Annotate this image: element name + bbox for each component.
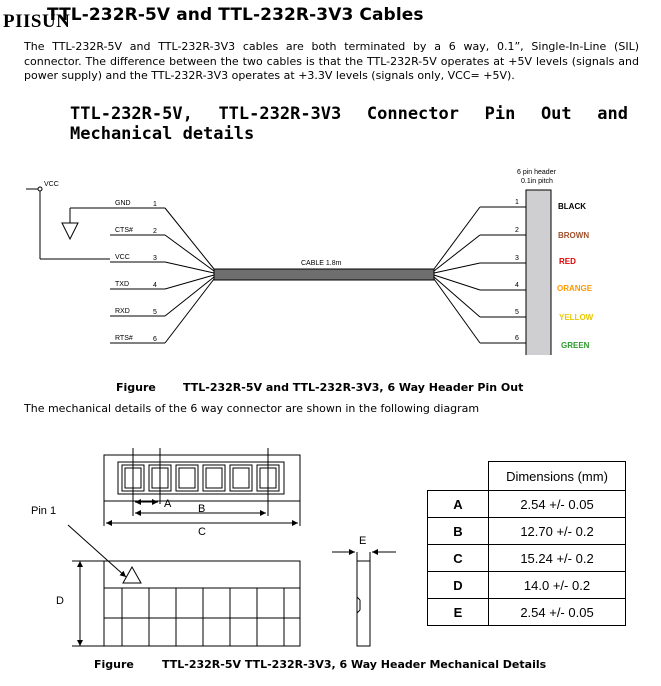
- pin-number: 1: [515, 199, 519, 206]
- wire-color-label: RED: [559, 257, 576, 266]
- connector-top-view: [103, 454, 301, 502]
- cable-label: CABLE 1.8m: [301, 260, 342, 267]
- pin-number: 4: [515, 282, 519, 289]
- pin-name: GND: [115, 200, 131, 207]
- dimension-key: C: [427, 544, 489, 572]
- vcc-label: VCC: [44, 181, 59, 188]
- intro-paragraph: The TTL-232R-5V and TTL-232R-3V3 cables …: [24, 40, 639, 82]
- pin-name: TXD: [115, 281, 129, 288]
- connector-side-view: [356, 560, 371, 647]
- heading-word: TTL-232R-3V3: [218, 104, 342, 124]
- table-corner-cell: [427, 461, 489, 491]
- pin1-label: Pin 1: [31, 505, 56, 517]
- section-heading: TTL-232R-5V, TTL-232R-3V3 Connector Pin …: [70, 104, 628, 144]
- dimensions-table: Dimensions (mm) A 2.54 +/- 0.05 B 12.70 …: [427, 461, 626, 626]
- pin-name: VCC: [115, 254, 130, 261]
- dimension-value: 2.54 +/- 0.05: [488, 598, 626, 626]
- watermark-logo: PIISUN: [3, 11, 71, 32]
- figure1-word: Figure: [116, 381, 156, 394]
- wire-color-label: YELLOW: [559, 313, 594, 322]
- dimension-key: A: [427, 490, 489, 518]
- pin-cavities: [121, 464, 280, 492]
- dimension-value: 14.0 +/- 0.2: [488, 571, 626, 599]
- pin-name: RXD: [115, 308, 130, 315]
- pin-number: 2: [153, 228, 157, 235]
- pin-number: 4: [153, 282, 157, 289]
- figure2-caption: TTL-232R-5V TTL-232R-3V3, 6 Way Header M…: [162, 658, 547, 671]
- table-row: C 15.24 +/- 0.2: [427, 544, 626, 572]
- connector-front-view-top: [103, 560, 301, 589]
- table-row: B 12.70 +/- 0.2: [427, 517, 626, 545]
- document-title: TTL-232R-5V and TTL-232R-3V3 Cables: [47, 5, 424, 25]
- table-row: D 14.0 +/- 0.2: [427, 571, 626, 599]
- pin-number: 5: [515, 309, 519, 316]
- dimension-key: E: [427, 598, 489, 626]
- table-header-row: Dimensions (mm): [427, 461, 626, 491]
- pin-number: 2: [515, 227, 519, 234]
- pin1-triangle-icon: [122, 565, 142, 584]
- figure2-word: Figure: [94, 658, 134, 671]
- heading-word: and: [597, 104, 628, 124]
- dimension-a-label: A: [164, 498, 172, 510]
- ground-symbol-icon: [61, 222, 79, 241]
- pin-name: RTS#: [115, 335, 133, 342]
- dimension-value: 12.70 +/- 0.2: [488, 517, 626, 545]
- dimension-c-label: C: [198, 526, 206, 538]
- pinout-diagram: VCC GND 1 CTS# 2 VCC 3 TXD 4 RXD 5 RTS# …: [26, 169, 594, 355]
- connector-front-view-body: [103, 587, 301, 647]
- dimension-value: 15.24 +/- 0.2: [488, 544, 626, 572]
- pin-name: CTS#: [115, 227, 133, 234]
- wire-color-label: BLACK: [558, 202, 586, 211]
- header-connector: [525, 189, 552, 355]
- heading-word: Pin: [484, 104, 516, 124]
- dimension-b-label: B: [198, 503, 205, 515]
- pin-number: 3: [515, 255, 519, 262]
- pin-number: 6: [515, 335, 519, 342]
- pin1-leader-arrow: [67, 524, 127, 578]
- header-label: 6 pin header: [517, 169, 557, 176]
- mechanical-intro: The mechanical details of the 6 way conn…: [24, 402, 480, 415]
- cable: [213, 268, 435, 281]
- section-heading-line-2: Mechanical details: [70, 124, 255, 144]
- connector-top-inner: [117, 461, 285, 495]
- pin-number: 5: [153, 309, 157, 316]
- wire-color-label: ORANGE: [557, 284, 593, 293]
- pin-number: 3: [153, 255, 157, 262]
- heading-word: TTL-232R-5V,: [70, 104, 193, 124]
- mechanical-drawing: A B C D E Pin 1: [31, 448, 396, 647]
- table-row: A 2.54 +/- 0.05: [427, 490, 626, 518]
- heading-word: Connector: [366, 104, 459, 124]
- pin-number: 6: [153, 336, 157, 343]
- wire-color-label: BROWN: [558, 231, 589, 240]
- section-heading-line-1: TTL-232R-5V, TTL-232R-3V3 Connector Pin …: [70, 104, 628, 124]
- table-row: E 2.54 +/- 0.05: [427, 598, 626, 626]
- wire-color-label: GREEN: [561, 341, 590, 350]
- dimension-e-label: E: [359, 535, 366, 547]
- dimension-d-label: D: [56, 595, 64, 607]
- dimension-value: 2.54 +/- 0.05: [488, 490, 626, 518]
- header-pitch-label: 0.1in pitch: [521, 178, 553, 185]
- dimension-key: B: [427, 517, 489, 545]
- table-header-cell: Dimensions (mm): [488, 461, 626, 491]
- vcc-terminal-icon: [37, 186, 43, 192]
- dimension-key: D: [427, 571, 489, 599]
- figure1-caption: TTL-232R-5V and TTL-232R-3V3, 6 Way Head…: [183, 381, 524, 394]
- heading-word: Out: [540, 104, 572, 124]
- pin-number: 1: [153, 201, 157, 208]
